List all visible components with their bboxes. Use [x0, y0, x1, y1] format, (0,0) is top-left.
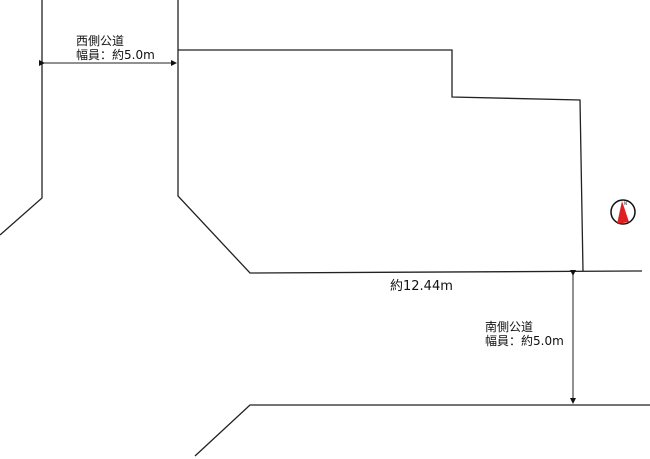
- west-road-left-edge: [0, 0, 43, 236]
- frontage-length: 約12.44m: [390, 279, 453, 294]
- svg-text:N: N: [624, 201, 627, 206]
- south-road-name: 南側公道: [485, 320, 534, 334]
- lot-boundary: [178, 49, 584, 272]
- south-road-width: 幅員：約5.0m: [485, 334, 564, 348]
- west-road-width: 幅員：約5.0m: [76, 48, 155, 62]
- west-road-right-edge: [177, 0, 643, 274]
- west-road-name: 西側公道: [76, 34, 125, 48]
- south-road-far-edge: [194, 404, 650, 457]
- north-arrow-icon: N: [610, 199, 636, 225]
